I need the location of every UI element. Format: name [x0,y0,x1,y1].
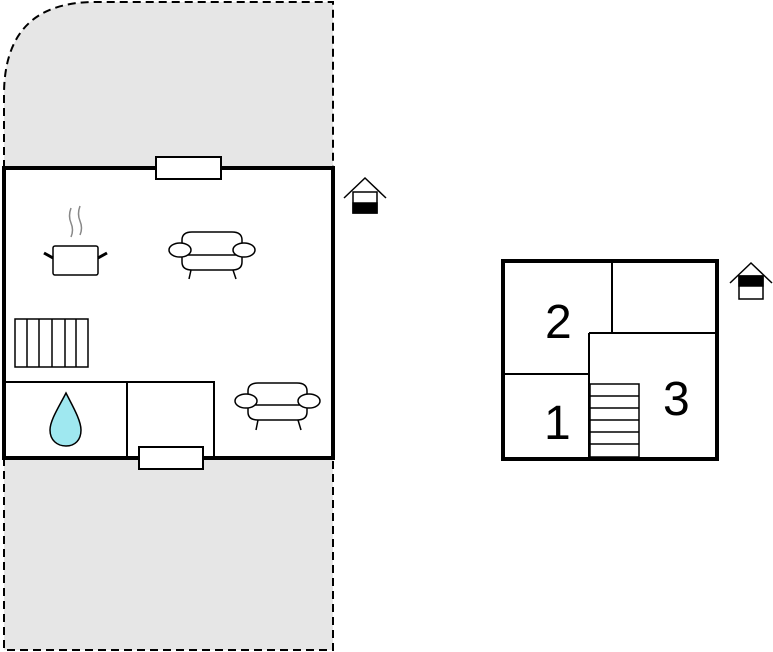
house-level-icon [343,176,387,214]
upper-floor-plan [501,259,719,461]
radiator-icon [14,318,89,368]
room-label-2: 2 [545,296,572,349]
terrace-bottom [3,458,334,651]
ground-floor-plan [2,156,335,470]
water-drop-icon [49,391,82,447]
room-label-3: 3 [663,373,690,426]
terrace-top [3,0,334,168]
sofa-icon [168,231,256,280]
window-bottom [138,446,204,470]
cooking-pot-icon [43,205,108,276]
room-label-1: 1 [544,397,571,450]
stairs-icon [589,383,640,458]
house-level-icon [729,261,773,300]
window-top [155,156,222,180]
sofa-icon [234,382,321,431]
